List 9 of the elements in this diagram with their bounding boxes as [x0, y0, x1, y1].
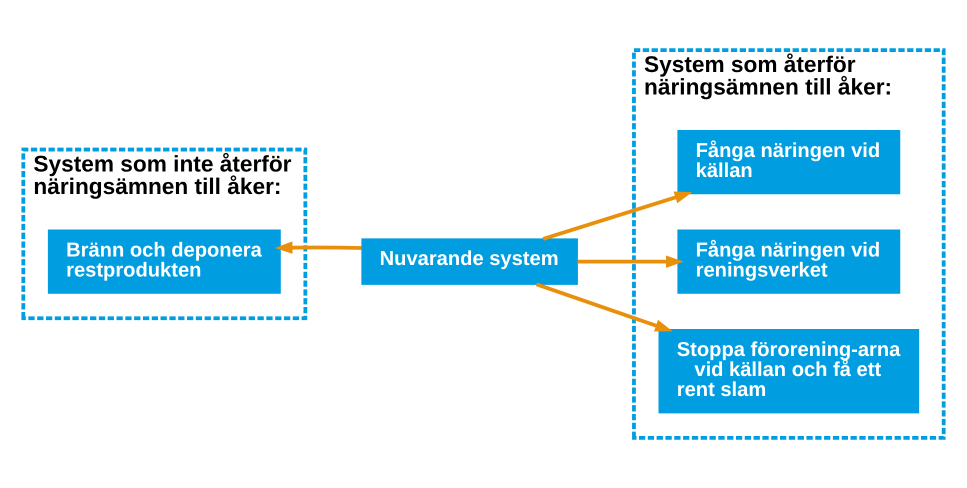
node-box: Stoppa förorening-arna vid källan och få ett rent slam [658, 328, 920, 414]
node-box: Fånga näringen vid källan [677, 130, 900, 194]
arrow [578, 255, 684, 268]
node-box: Fånga näringen vid reningsverket [677, 230, 900, 294]
arrow [536, 282, 673, 332]
arrow [542, 191, 692, 241]
node-box: Bränn och deponera restprodukten [48, 230, 281, 294]
node-box: Nuvarande system [361, 238, 578, 285]
arrow [274, 241, 362, 254]
